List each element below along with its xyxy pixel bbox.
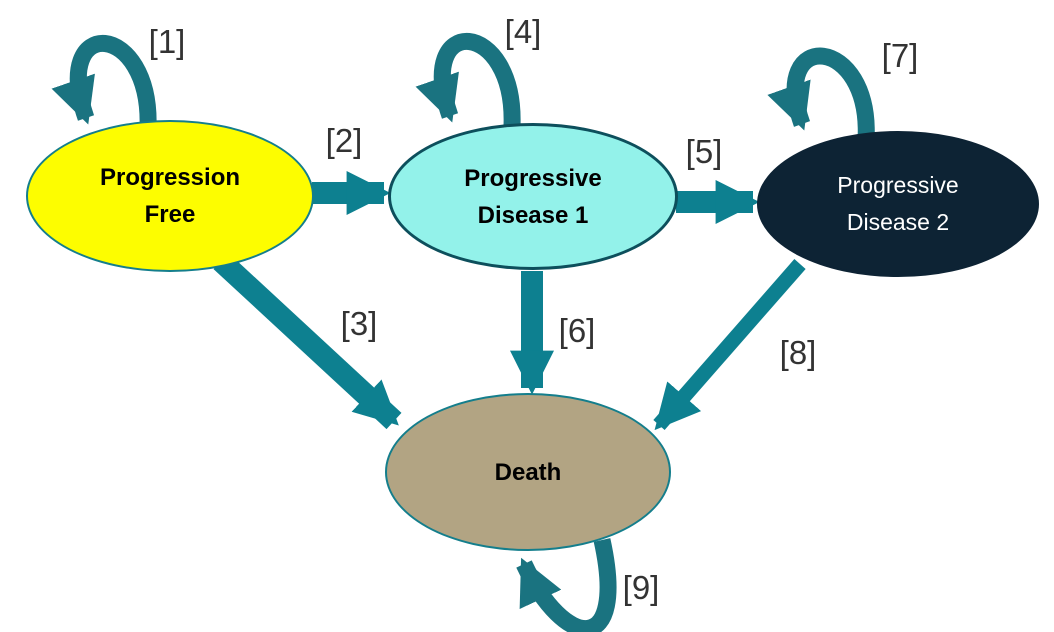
state-progressive-disease-2: Progressive Disease 2 (757, 131, 1039, 277)
transition-arrow-3 (213, 252, 402, 430)
state-label: Progressive Disease 2 (837, 172, 959, 235)
edge-label-4: [4] (504, 13, 542, 50)
state-progression-free: Progression Free (26, 120, 314, 272)
edge-label-9: [9] (622, 569, 660, 606)
edge-label-7: [7] (881, 37, 919, 74)
state-death: Death (385, 393, 671, 551)
state-label: Progression Free (99, 164, 241, 228)
state-label: Death (494, 458, 562, 486)
edge-label-5: [5] (685, 133, 723, 170)
self-loop-arrow-7 (767, 47, 875, 141)
self-loop-arrow-1 (51, 35, 157, 129)
edge-label-3: [3] (340, 305, 378, 342)
state-progressive-disease-1: Progressive Disease 1 (388, 123, 678, 270)
edge-label-1: [1] (148, 23, 186, 60)
self-loop-arrow-9 (516, 538, 617, 632)
state-label: Progressive Disease 1 (464, 164, 602, 229)
edge-label-2: [2] (325, 122, 363, 159)
self-loop-arrow-4 (415, 33, 521, 127)
transition-arrow-8 (653, 259, 806, 431)
edge-label-6: [6] (558, 312, 596, 349)
edge-label-8: [8] (779, 334, 817, 371)
